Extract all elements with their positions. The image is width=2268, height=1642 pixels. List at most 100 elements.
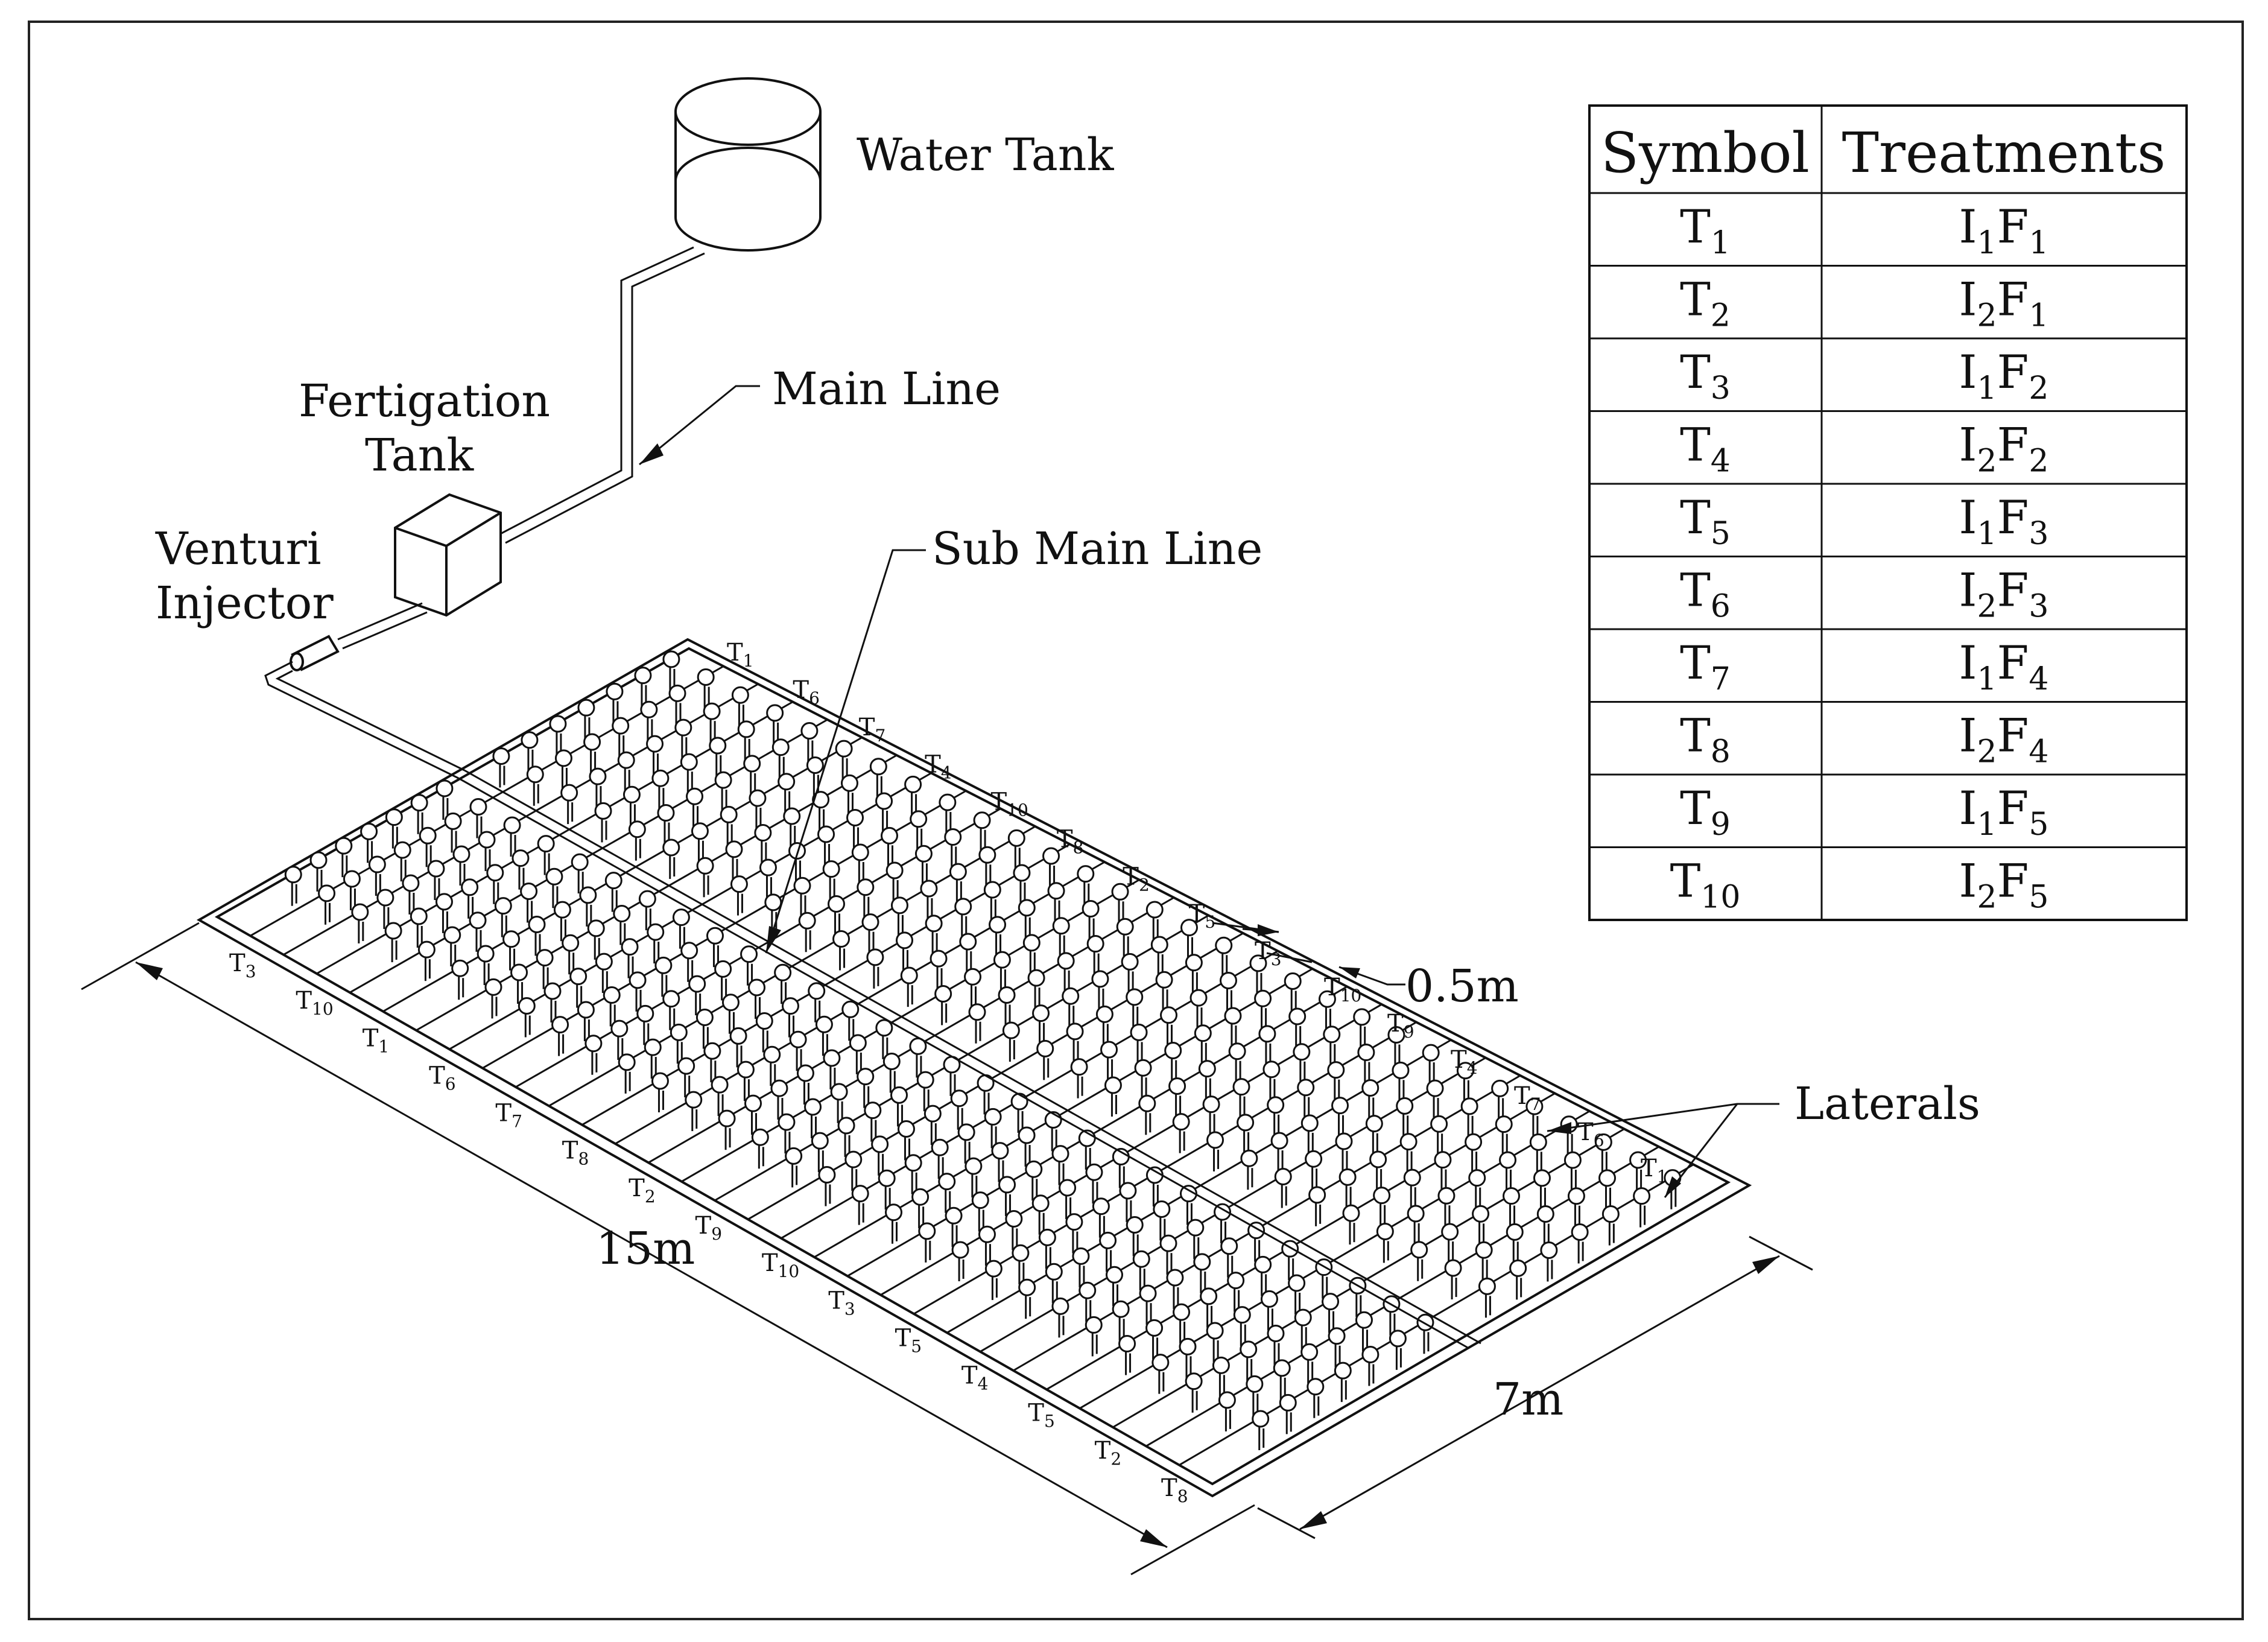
plant-icon: [984, 1260, 1003, 1301]
plot-label-letter: T: [961, 1362, 978, 1390]
treatment-cell: I1F4: [1959, 636, 2049, 697]
symbol-letter: T: [1680, 636, 1711, 689]
plant-icon: [1509, 1259, 1527, 1300]
symbol-letter: T: [1680, 781, 1711, 835]
plant-icon: [1202, 1095, 1220, 1136]
plant-icon: [553, 901, 571, 942]
plant-icon: [520, 882, 538, 923]
plot-label-subscript: 7: [1530, 1094, 1541, 1114]
plant-icon: [1434, 1151, 1452, 1191]
fertilizer-subscript: 3: [2029, 516, 2048, 552]
plant-icon: [1267, 1096, 1285, 1136]
plot-label-subscript: 8: [1073, 837, 1084, 857]
plant-icon: [751, 1128, 769, 1169]
plot-label: T6: [793, 676, 820, 708]
plant-icon: [911, 1188, 930, 1229]
plant-icon: [502, 930, 521, 971]
plant-icon: [1132, 1250, 1150, 1291]
plant-icon: [545, 867, 563, 908]
plot-label-letter: T: [727, 639, 743, 667]
plant-icon: [1529, 1133, 1547, 1174]
plant-icon: [469, 798, 487, 838]
plant-icon: [1082, 900, 1100, 940]
plant-icon: [1051, 1297, 1069, 1338]
plant-icon: [451, 959, 469, 1000]
plant-icon: [647, 923, 665, 964]
plant-icon: [1155, 971, 1173, 1012]
plant-icon: [427, 860, 445, 900]
plant-icon: [1254, 1255, 1272, 1296]
plot-label-letter: T: [695, 1212, 712, 1240]
plant-icon: [844, 1150, 863, 1191]
plant-icon: [1045, 1263, 1063, 1304]
plant-icon: [1478, 1277, 1496, 1318]
plant-icon: [875, 792, 893, 832]
plot-label-letter: T: [562, 1137, 578, 1165]
plant-icon: [869, 758, 887, 798]
symbol-subscript: 5: [1711, 516, 1731, 552]
plant-icon: [1057, 952, 1075, 992]
plant-icon: [1387, 1025, 1405, 1067]
plot-label-subscript: 2: [645, 1187, 656, 1206]
plant-icon: [796, 1064, 814, 1105]
plant-icon: [1005, 1209, 1023, 1251]
plant-icon: [1361, 1079, 1379, 1120]
plot-label-subscript: 5: [1205, 912, 1215, 932]
fertilizer-subscript: 5: [2029, 807, 2048, 843]
plant-icon: [1601, 1205, 1620, 1246]
plant-icon: [644, 1038, 662, 1079]
laterals-group: [250, 650, 1694, 1466]
plant-icon: [1422, 1044, 1440, 1085]
plant-icon: [1070, 1058, 1088, 1098]
symbol-subscript: 6: [1711, 589, 1731, 625]
plant-icon: [444, 812, 462, 853]
plant-icon: [766, 704, 784, 744]
plant-icon: [789, 1030, 807, 1071]
plant-icon: [1200, 1287, 1218, 1328]
plant-icon: [1086, 935, 1104, 975]
plant-icon: [579, 886, 597, 927]
plot-label-subscript: 7: [875, 726, 885, 746]
plant-icon: [806, 756, 824, 797]
plant-icon: [1237, 1114, 1255, 1154]
plant-icon: [583, 733, 601, 774]
water-tank-icon: [674, 77, 822, 252]
plant-icon: [977, 1074, 995, 1115]
plot-label: T10: [296, 987, 333, 1019]
plant-icon: [1062, 987, 1080, 1028]
fertilizer-subscript: 2: [2029, 370, 2048, 407]
plant-icon: [781, 997, 799, 1038]
plant-icon: [634, 667, 652, 707]
plant-icon: [957, 1123, 975, 1164]
plant-icon: [729, 1027, 747, 1068]
plant-icon: [1288, 1007, 1307, 1048]
plot-label: T3: [1255, 937, 1282, 969]
plant-icon: [1130, 1023, 1148, 1064]
plant-icon: [1293, 1043, 1311, 1083]
fertilizer-subscript: 5: [2029, 880, 2048, 916]
plant-icon: [983, 881, 1001, 921]
plant-icon: [978, 846, 996, 887]
plant-icon: [551, 1016, 569, 1056]
plant-icon: [971, 1191, 989, 1232]
plant-icon: [584, 1035, 603, 1075]
plant-icon: [1456, 1062, 1474, 1102]
plant-icon: [1085, 1316, 1103, 1357]
plot-label-letter: T: [1189, 900, 1205, 928]
plant-icon: [973, 811, 991, 852]
symbol-letter: T: [1680, 200, 1711, 253]
width-label: 7m: [1493, 1374, 1563, 1425]
plant-icon: [749, 789, 767, 830]
treatment-cell: I2F2: [1959, 418, 2049, 480]
plot-label-subscript: 6: [1594, 1130, 1604, 1150]
plant-icon: [1198, 1060, 1216, 1100]
plant-icon: [562, 934, 580, 975]
plant-icon: [1262, 1060, 1281, 1101]
plant-icon: [1193, 1253, 1211, 1293]
plot-label-letter: T: [1514, 1082, 1530, 1110]
plant-icon: [318, 884, 336, 925]
plant-icon: [1506, 1223, 1524, 1264]
plant-icon: [1232, 1078, 1250, 1118]
